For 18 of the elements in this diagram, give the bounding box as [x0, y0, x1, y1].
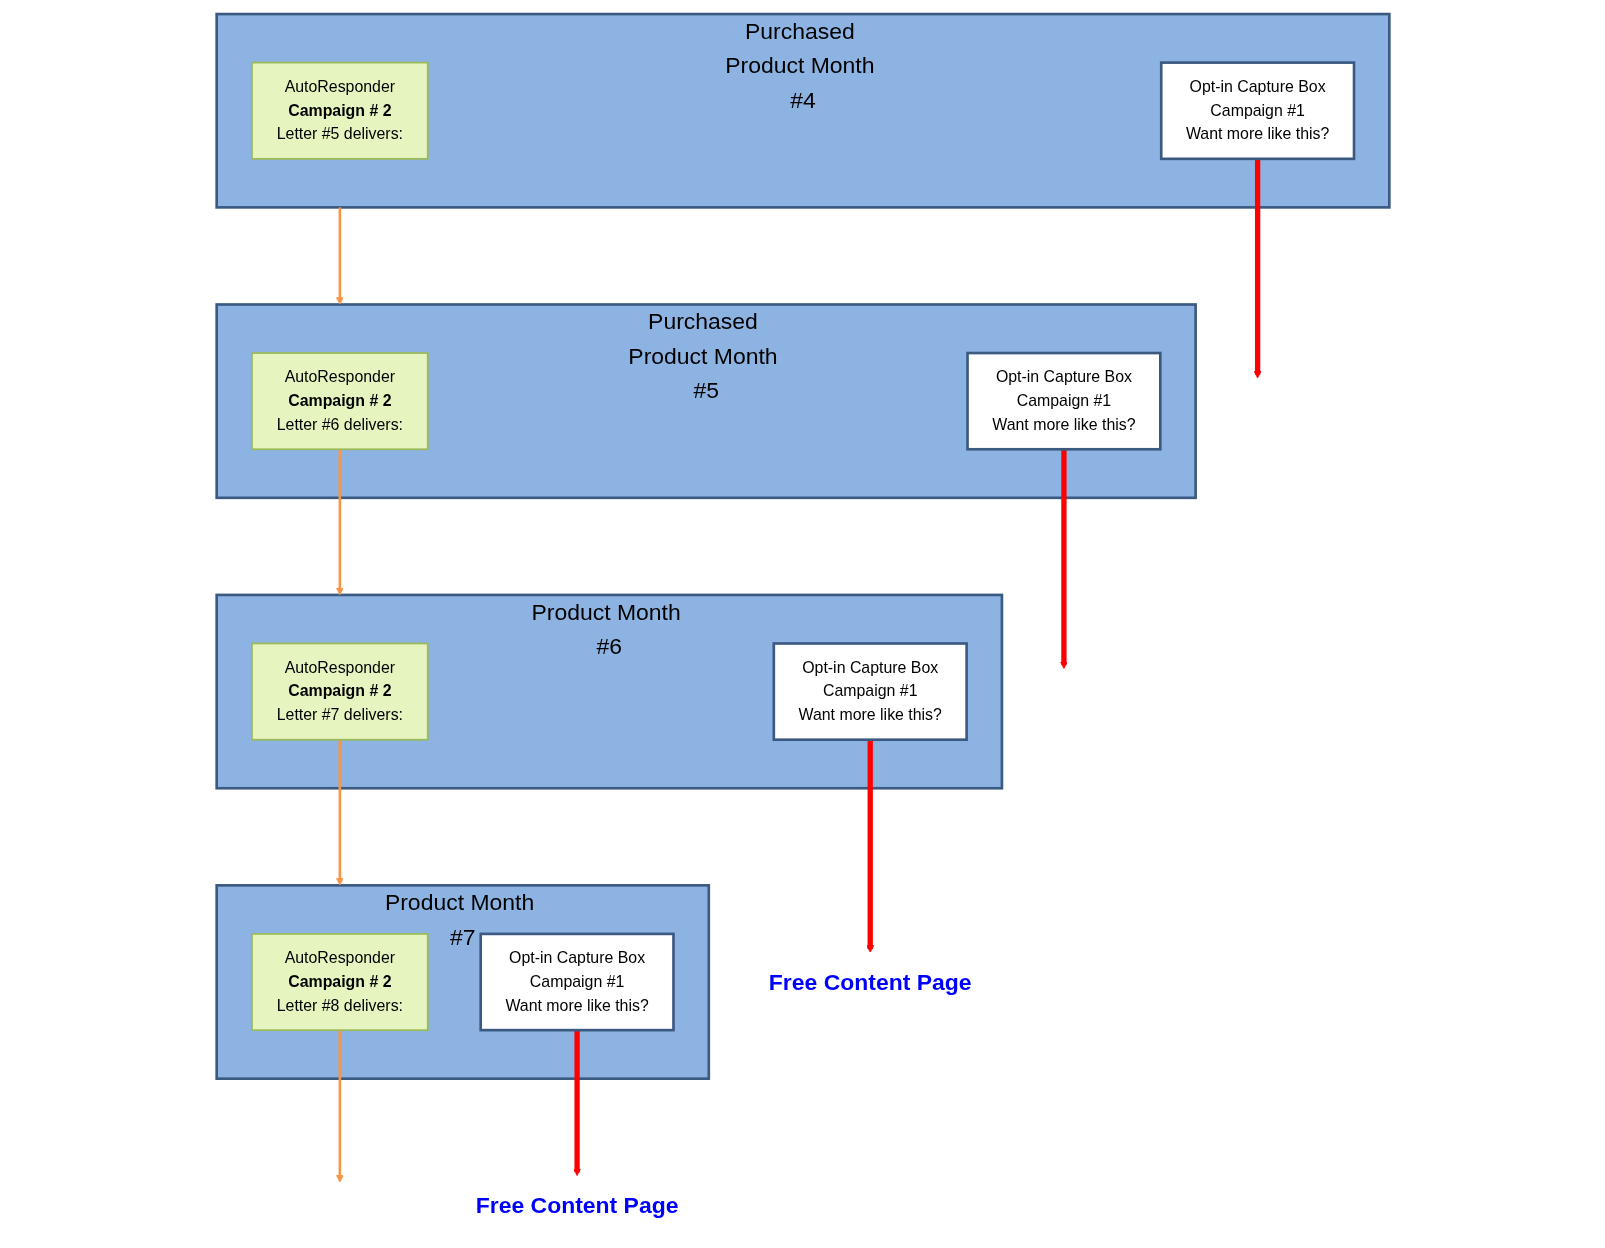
node-text: Free Content Page [475, 1191, 678, 1218]
node-text: Free Content Page [768, 967, 972, 995]
node-box: Opt-in Capture Box Campaign #1 Want more like this? [1159, 60, 1355, 160]
node-box: AutoResponder Campaign # 2 Letter #6 delivers: [250, 351, 429, 450]
arrow [335, 1029, 344, 1183]
node-box: AutoResponder Campaign # 2 Letter #8 delivers: [250, 932, 429, 1031]
arrow [572, 1029, 581, 1176]
arrow [335, 206, 344, 305]
arrow [1253, 158, 1261, 379]
arrow [335, 448, 344, 595]
node-box: AutoResponder Campaign # 2 Letter #5 delivers: [250, 61, 429, 160]
node-box: Opt-in Capture Box Campaign #1 Want more like this? [772, 641, 968, 741]
arrow [1059, 448, 1068, 669]
arrow [865, 739, 874, 953]
node-box: Opt-in Capture Box Campaign #1 Want more like this? [965, 351, 1162, 451]
arrow [335, 739, 344, 886]
node-box: AutoResponder Campaign # 2 Letter #7 delivers: [250, 642, 429, 741]
node-box: Opt-in Capture Box Campaign #1 Want more like this? [478, 932, 675, 1031]
